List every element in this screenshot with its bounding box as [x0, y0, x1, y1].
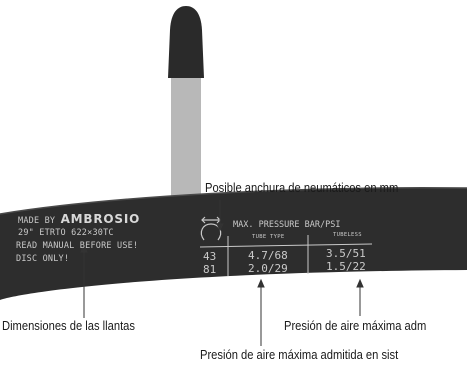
made-by-prefix: MADE BY	[18, 216, 56, 226]
pressure-table-title: MAX. PRESSURE BAR/PSI	[233, 220, 341, 230]
callout-tire-width: Posible anchura de neumáticos en mm	[205, 180, 399, 195]
tube-value-2: 2.0/29	[248, 262, 288, 275]
rim-manual-note: READ MANUAL BEFORE USE!	[16, 241, 139, 251]
valve-cap	[168, 6, 204, 78]
tube-type-header: TUBE TYPE	[252, 234, 285, 240]
valve-stem	[171, 75, 201, 200]
callout-tube-pressure: Presión de aire máxima admitida en sist	[200, 347, 399, 362]
table-divider-horizontal	[199, 243, 373, 248]
rim-made-by: MADE BY AMBROSIO	[18, 212, 140, 226]
width-value-1: 43	[203, 250, 217, 263]
callout-tubeless-pressure: Presión de aire máxima adm	[284, 318, 427, 333]
rim-band	[0, 187, 467, 300]
rim-size: 29" ETRTO 622×30TC	[18, 228, 114, 238]
rim-disc-only: DISC ONLY!	[16, 254, 70, 264]
callout-rim-dimensions: Dimensiones de las llantas	[2, 318, 135, 333]
tubeless-value-1: 3.5/51	[326, 247, 366, 260]
rim-edge	[0, 186, 467, 215]
tubeless-value-2: 1.5/22	[326, 260, 366, 273]
tube-value-1: 4.7/68	[248, 249, 288, 262]
brand-logo: AMBROSIO	[60, 212, 141, 226]
width-value-2: 81	[203, 263, 217, 276]
tubeless-header: TUBELESS	[333, 232, 362, 238]
